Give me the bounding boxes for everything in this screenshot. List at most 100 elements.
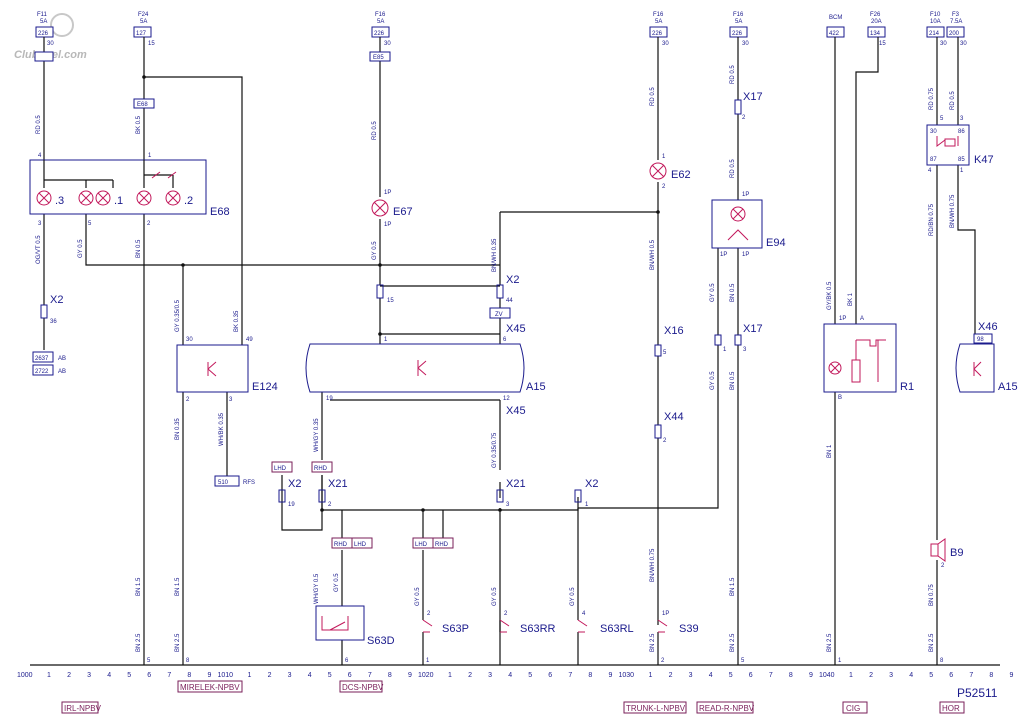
ruler-number: 2 xyxy=(67,672,71,679)
svg-text:19: 19 xyxy=(326,396,333,402)
e62-lamp: 1 2 E62 xyxy=(649,154,691,190)
svg-text:E85: E85 xyxy=(373,55,384,61)
svg-text:CIG: CIG xyxy=(846,704,860,713)
svg-text:5: 5 xyxy=(741,658,745,664)
svg-text:1: 1 xyxy=(148,153,152,159)
x17-lower-connector: X17 1 3 xyxy=(714,323,763,353)
svg-text:BN/WH 0.35: BN/WH 0.35 xyxy=(492,238,498,272)
svg-text:GY 0.5: GY 0.5 xyxy=(492,587,498,606)
svg-text:RFS: RFS xyxy=(243,480,255,486)
svg-text:BK 0.35: BK 0.35 xyxy=(234,310,240,332)
svg-text:BN 0.5: BN 0.5 xyxy=(730,371,736,390)
ruler-number: 3 xyxy=(288,672,292,679)
svg-text:BN 2.5: BN 2.5 xyxy=(650,633,656,652)
svg-text:WH/BK 0.35: WH/BK 0.35 xyxy=(219,412,225,446)
ground-pin-labels: 5 8 6 1 2 5 1 8 xyxy=(147,658,944,664)
svg-text:86: 86 xyxy=(958,129,965,135)
svg-text:AB: AB xyxy=(58,356,66,362)
svg-text:.1: .1 xyxy=(114,195,123,207)
svg-text:422: 422 xyxy=(829,31,840,37)
x17-top-connector: X17 2 xyxy=(734,91,763,121)
svg-text:RD 0.5: RD 0.5 xyxy=(730,65,736,84)
svg-text:RD 0.5: RD 0.5 xyxy=(650,87,656,106)
svg-text:30: 30 xyxy=(930,129,937,135)
svg-text:S63D: S63D xyxy=(367,635,395,647)
svg-text:3: 3 xyxy=(229,397,233,403)
ruler-number: 7 xyxy=(568,672,572,679)
svg-text:6: 6 xyxy=(345,658,349,664)
ruler-number: 3 xyxy=(488,672,492,679)
svg-text:WH/GY 0.35: WH/GY 0.35 xyxy=(314,418,320,452)
svg-text:X46: X46 xyxy=(978,321,998,333)
svg-text:BN 0.5: BN 0.5 xyxy=(730,283,736,302)
svg-text:8: 8 xyxy=(940,658,944,664)
svg-text:BN 2.5: BN 2.5 xyxy=(175,633,181,652)
ruler-number: 6 xyxy=(749,672,753,679)
svg-text:HOR: HOR xyxy=(942,704,960,713)
svg-text:RD 0.5: RD 0.5 xyxy=(36,115,42,134)
svg-text:BN/WH 0.75: BN/WH 0.75 xyxy=(950,194,956,228)
ruler-number: 6 xyxy=(949,672,953,679)
svg-text:1: 1 xyxy=(838,658,842,664)
ruler-number: 8 xyxy=(588,672,592,679)
svg-text:87: 87 xyxy=(930,157,937,163)
ruler-number: 9 xyxy=(408,672,412,679)
svg-text:BN/WH 0.5: BN/WH 0.5 xyxy=(650,239,656,270)
svg-text:RD 0.5: RD 0.5 xyxy=(372,121,378,140)
fuse-f16-c: F16 5A 226 30 xyxy=(729,12,749,47)
svg-text:GY 0.5: GY 0.5 xyxy=(78,239,84,258)
svg-text:98: 98 xyxy=(977,337,984,343)
svg-text:1: 1 xyxy=(662,154,666,160)
fuse-f11: F11 5A 226 30 xyxy=(35,12,54,47)
ruler-number: 1020 xyxy=(418,672,434,679)
r1-cigar-lighter: 1P A B R1 xyxy=(823,316,914,401)
fuse-bcm: BCM 422 xyxy=(826,15,845,38)
svg-text:5A: 5A xyxy=(655,19,662,25)
svg-text:2: 2 xyxy=(427,611,431,617)
svg-text:LHD: LHD xyxy=(415,542,428,548)
svg-text:RD 0.75: RD 0.75 xyxy=(929,87,935,110)
svg-text:AB: AB xyxy=(58,369,66,375)
svg-text:IRL-NPBV: IRL-NPBV xyxy=(64,704,102,713)
svg-text:30: 30 xyxy=(940,41,947,47)
svg-text:BN 1.5: BN 1.5 xyxy=(730,577,736,596)
svg-text:30: 30 xyxy=(662,41,669,47)
svg-text:S39: S39 xyxy=(679,623,699,635)
svg-text:20A: 20A xyxy=(871,19,882,25)
ruler-number: 5 xyxy=(328,672,332,679)
svg-text:15: 15 xyxy=(148,41,155,47)
ruler-number: 8 xyxy=(388,672,392,679)
watermark-logo xyxy=(50,13,74,37)
wires xyxy=(43,37,976,665)
ruler-number: 9 xyxy=(1009,672,1013,679)
svg-text:226: 226 xyxy=(732,31,743,37)
svg-text:F10: F10 xyxy=(930,12,941,18)
svg-text:F26: F26 xyxy=(870,12,881,18)
svg-text:BN 1.5: BN 1.5 xyxy=(136,577,142,596)
svg-text:1: 1 xyxy=(723,347,727,353)
ruler-number: 1040 xyxy=(819,672,835,679)
svg-text:R1: R1 xyxy=(900,381,914,393)
svg-text:X45: X45 xyxy=(506,405,526,417)
svg-text:5: 5 xyxy=(88,221,92,227)
svg-text:BK 0.5: BK 0.5 xyxy=(136,115,142,134)
ruler-number: 5 xyxy=(729,672,733,679)
svg-text:WH/GY 0.5: WH/GY 0.5 xyxy=(314,573,320,604)
svg-text:5: 5 xyxy=(147,658,151,664)
svg-text:5: 5 xyxy=(940,116,944,122)
svg-text:S63RL: S63RL xyxy=(600,623,634,635)
ruler-number: 8 xyxy=(989,672,993,679)
svg-text:5A: 5A xyxy=(40,19,47,25)
svg-text:30: 30 xyxy=(960,41,967,47)
svg-text:4: 4 xyxy=(38,153,42,159)
svg-text:15: 15 xyxy=(879,41,886,47)
svg-text:2: 2 xyxy=(941,563,945,569)
ruler-number: 1 xyxy=(47,672,51,679)
ruler-number: 5 xyxy=(528,672,532,679)
svg-text:214: 214 xyxy=(929,31,940,37)
svg-text:12: 12 xyxy=(503,396,510,402)
svg-text:1P: 1P xyxy=(384,222,391,228)
svg-text:F3: F3 xyxy=(952,12,960,18)
svg-text:5A: 5A xyxy=(735,19,742,25)
